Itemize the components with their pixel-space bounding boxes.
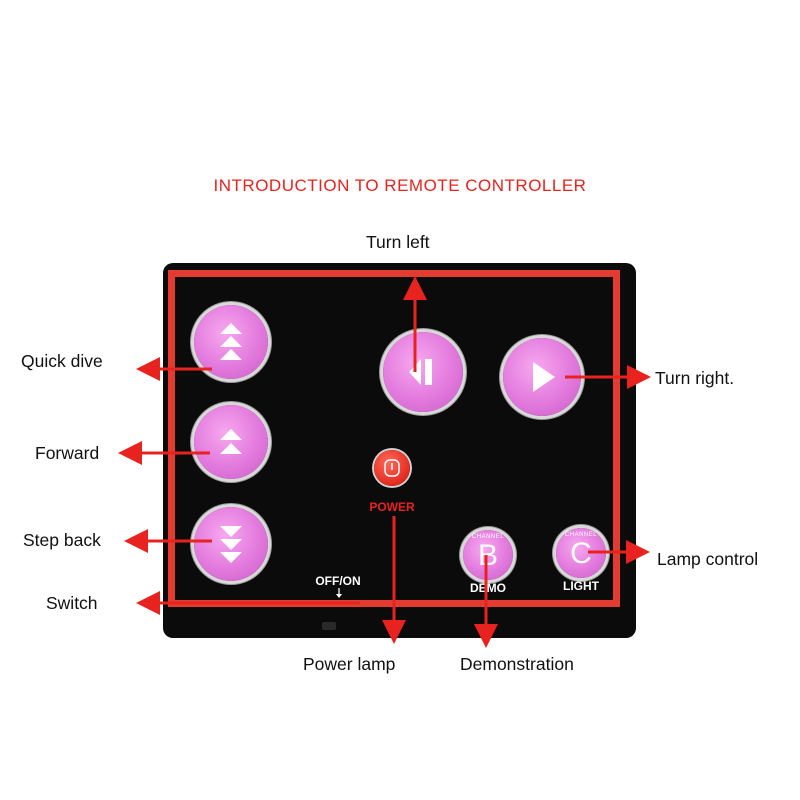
label-forward: Forward (35, 443, 100, 463)
quick-dive-button[interactable] (194, 305, 268, 379)
demo-button[interactable]: CHANNEL B (463, 530, 513, 580)
light-label: LIGHT (563, 579, 599, 593)
channel-ring-label: CHANNEL (471, 534, 505, 540)
triple-down-arrow-icon (220, 526, 242, 563)
label-turn-left: Turn left (366, 232, 430, 252)
label-lamp-control: Lamp control (657, 549, 759, 569)
label-power-lamp: Power lamp (303, 654, 396, 674)
power-label: POWER (369, 500, 415, 514)
channel-ring-label: CHANNEL (564, 532, 598, 538)
button-b-letter: B (477, 539, 498, 572)
label-demonstration: Demonstration (460, 654, 574, 674)
turn-left-button[interactable] (383, 332, 463, 412)
light-button[interactable]: CHANNEL C (556, 528, 606, 578)
button-c-letter: C (570, 537, 592, 570)
label-step-back: Step back (23, 530, 101, 550)
turn-right-button[interactable] (503, 338, 581, 416)
label-quick-dive: Quick dive (21, 351, 103, 371)
right-arrow-icon (533, 362, 555, 392)
triple-up-arrow-icon (220, 323, 242, 360)
power-lamp-button[interactable] (374, 450, 410, 486)
switch-slider[interactable] (322, 622, 336, 630)
label-switch: Switch (46, 593, 98, 613)
forward-button[interactable] (194, 405, 268, 479)
left-arrow-icon (409, 359, 432, 385)
power-icon (384, 459, 400, 477)
step-back-button[interactable] (194, 507, 268, 581)
demo-label: DEMO (470, 581, 506, 595)
switch-label: OFF/ON (315, 574, 361, 588)
label-turn-right: Turn right. (655, 368, 735, 388)
diagram-title: INTRODUCTION TO REMOTE CONTROLLER (213, 176, 587, 195)
double-up-arrow-icon (220, 429, 242, 454)
